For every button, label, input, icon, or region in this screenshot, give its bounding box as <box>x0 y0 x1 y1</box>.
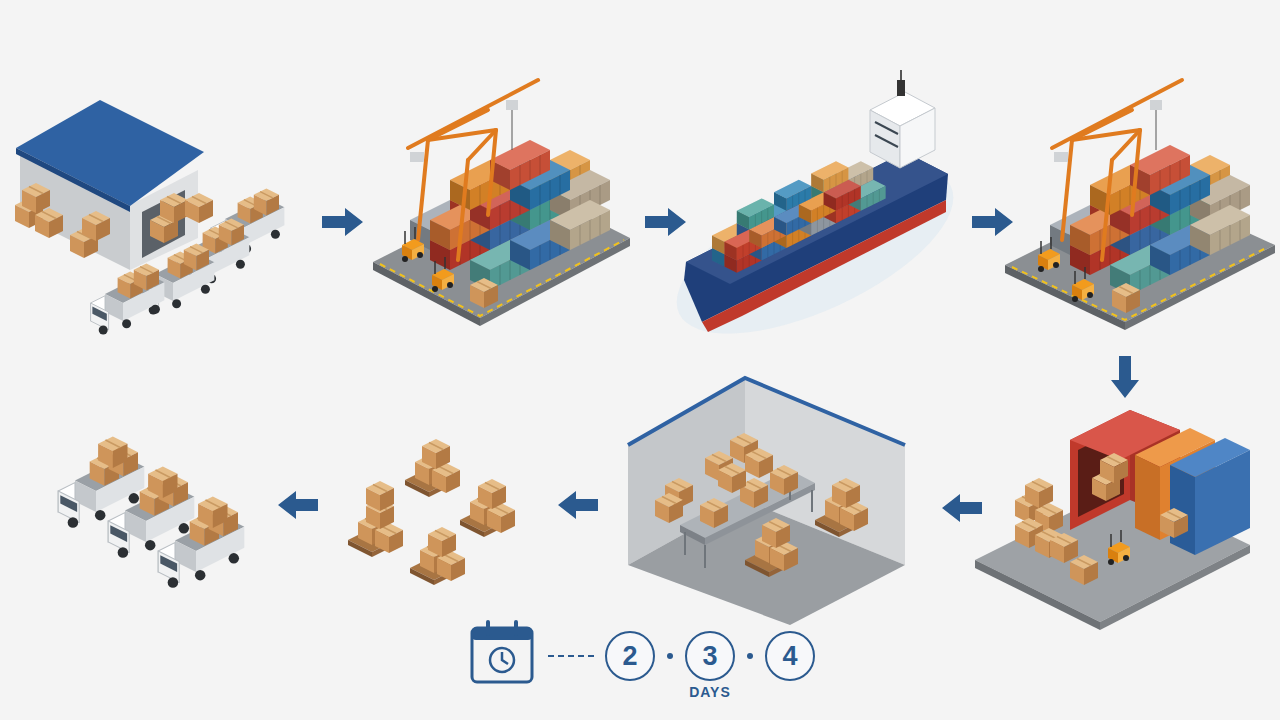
day-number: 3 <box>702 643 717 670</box>
day-number: 2 <box>622 643 637 670</box>
day-circle: 2 <box>605 631 655 681</box>
day-number: 4 <box>782 643 797 670</box>
day-circle: 4 <box>765 631 815 681</box>
unit-label: DAYS <box>689 684 731 700</box>
day-circle: 3 <box>685 631 735 681</box>
